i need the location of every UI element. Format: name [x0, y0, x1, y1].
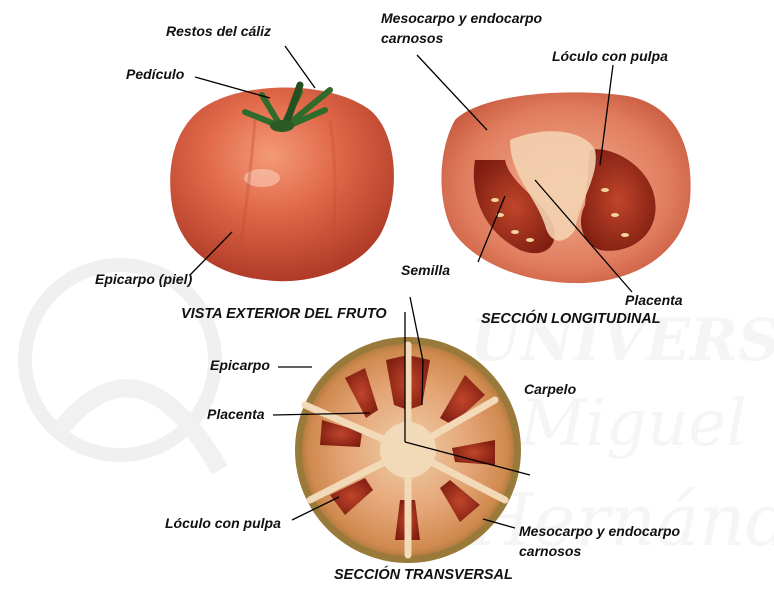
- label-epicarpo-piel: Epicarpo (piel): [95, 271, 192, 288]
- label-loculo-top: Lóculo con pulpa: [552, 48, 668, 65]
- label-carpelo: Carpelo: [524, 381, 576, 398]
- label-mesocarpo-top-line2: carnosos: [381, 30, 443, 47]
- label-mesocarpo-bottom-line2: carnosos: [519, 543, 581, 560]
- label-pediculo: Pedículo: [126, 66, 184, 83]
- label-restos-caliz: Restos del cáliz: [166, 23, 271, 40]
- tomato-exterior: [170, 88, 394, 282]
- label-mesocarpo-bottom-line1: Mesocarpo y endocarpo: [519, 523, 680, 540]
- label-placenta-top: Placenta: [625, 292, 683, 309]
- label-loculo-bottom: Lóculo con pulpa: [165, 515, 281, 532]
- label-semilla: Semilla: [401, 262, 450, 279]
- label-mesocarpo-top-line1: Mesocarpo y endocarpo: [381, 10, 542, 27]
- label-placenta-bottom: Placenta: [207, 406, 265, 423]
- label-epicarpo: Epicarpo: [210, 357, 270, 374]
- tomato-transverse-section: [295, 337, 521, 563]
- caption-seccion-longitudinal: SECCIÓN LONGITUDINAL: [481, 311, 661, 328]
- svg-text:Hernández: Hernández: [468, 478, 774, 562]
- caption-seccion-transversal: SECCIÓN TRANSVERSAL: [334, 567, 513, 584]
- caption-vista-exterior: VISTA EXTERIOR DEL FRUTO: [181, 306, 387, 323]
- svg-text:Miguel: Miguel: [519, 387, 747, 461]
